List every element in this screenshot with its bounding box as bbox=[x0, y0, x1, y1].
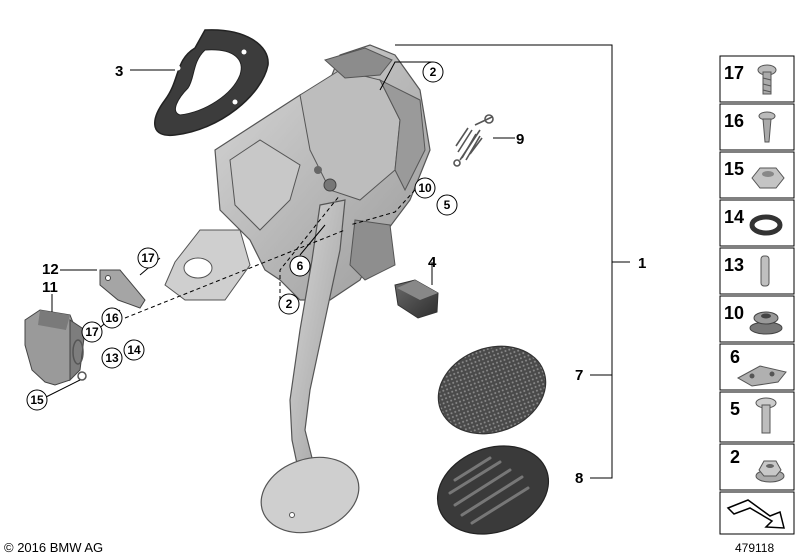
callout-3: 3 bbox=[115, 63, 123, 80]
svg-text:5: 5 bbox=[730, 399, 740, 419]
circle-ref-6: 6 bbox=[289, 255, 311, 277]
svg-text:5: 5 bbox=[444, 198, 451, 212]
circle-ref-17-bottom: 17 bbox=[81, 321, 103, 343]
circle-ref-2-bottom: 2 bbox=[278, 293, 300, 315]
svg-text:13: 13 bbox=[105, 351, 119, 365]
circle-ref-14: 14 bbox=[123, 339, 145, 361]
svg-text:2: 2 bbox=[430, 65, 437, 79]
side-item-arrow bbox=[719, 491, 795, 535]
circled-references: 2 10 5 6 2 17 16 17 13 14 15 bbox=[26, 61, 458, 411]
side-item-15: 15 bbox=[719, 151, 795, 199]
side-item-5: 5 bbox=[719, 391, 795, 443]
svg-text:17: 17 bbox=[141, 251, 155, 265]
svg-text:16: 16 bbox=[724, 111, 744, 131]
svg-text:14: 14 bbox=[127, 343, 141, 357]
callout-4: 4 bbox=[428, 254, 437, 271]
svg-text:2: 2 bbox=[286, 297, 293, 311]
flange-nut-icon bbox=[755, 460, 785, 483]
side-item-2: 2 bbox=[719, 443, 795, 491]
direction-arrow-icon bbox=[726, 499, 785, 529]
circle-ref-16: 16 bbox=[101, 307, 123, 329]
circle-ref-10: 10 bbox=[414, 177, 436, 199]
svg-text:17: 17 bbox=[724, 63, 744, 83]
svg-text:15: 15 bbox=[724, 159, 744, 179]
pedal-pad-ribbed bbox=[436, 445, 550, 535]
svg-text:14: 14 bbox=[724, 207, 744, 227]
spring-clip-icon bbox=[736, 365, 787, 387]
svg-text:6: 6 bbox=[730, 347, 740, 367]
circle-ref-2-top: 2 bbox=[422, 61, 444, 83]
svg-text:17: 17 bbox=[85, 325, 99, 339]
callout-8: 8 bbox=[575, 470, 583, 487]
side-item-13: 13 bbox=[719, 247, 795, 295]
callout-11: 11 bbox=[42, 279, 58, 296]
svg-text:2: 2 bbox=[730, 447, 740, 467]
svg-text:10: 10 bbox=[724, 303, 744, 323]
screw-icon bbox=[757, 64, 777, 95]
circle-ref-5: 5 bbox=[436, 194, 458, 216]
svg-text:16: 16 bbox=[105, 311, 119, 325]
copyright-text: © 2016 BMW AG bbox=[4, 540, 104, 555]
hex-nut-icon bbox=[751, 167, 785, 189]
callout-12: 12 bbox=[42, 261, 59, 278]
connector-part bbox=[394, 279, 439, 319]
pedal-pad-round bbox=[437, 345, 547, 435]
callout-labels: 1 3 4 7 8 9 11 12 bbox=[42, 63, 646, 487]
o-ring-icon bbox=[749, 214, 783, 236]
svg-text:10: 10 bbox=[418, 181, 432, 195]
svg-text:13: 13 bbox=[724, 255, 744, 275]
side-item-17: 17 bbox=[719, 55, 795, 103]
callout-1: 1 bbox=[638, 255, 646, 272]
circle-ref-17-top: 17 bbox=[137, 247, 159, 269]
side-item-16: 16 bbox=[719, 103, 795, 151]
clevis-pin-icon bbox=[755, 397, 777, 434]
pin-icon bbox=[760, 255, 770, 287]
pedal-plate bbox=[260, 456, 360, 534]
pedal-sensor bbox=[24, 309, 86, 386]
callout-7: 7 bbox=[575, 367, 583, 384]
svg-text:6: 6 bbox=[297, 259, 304, 273]
parts-side-panel: 17 16 15 14 bbox=[719, 55, 795, 535]
side-item-6: 6 bbox=[719, 343, 795, 391]
svg-text:15: 15 bbox=[30, 393, 44, 407]
circle-ref-13: 13 bbox=[101, 347, 123, 369]
bushing-icon bbox=[749, 311, 783, 335]
self-tapping-screw-icon bbox=[758, 111, 776, 143]
callout-9: 9 bbox=[516, 131, 524, 148]
circle-ref-15: 15 bbox=[26, 389, 48, 411]
side-item-10: 10 bbox=[719, 295, 795, 343]
spring-part bbox=[453, 114, 494, 167]
gasket-part bbox=[154, 29, 269, 136]
diagram-id: 479118 bbox=[735, 541, 775, 555]
pedal-arm bbox=[289, 199, 396, 479]
clip-bracket bbox=[99, 269, 146, 309]
side-item-14: 14 bbox=[719, 199, 795, 247]
sensor-seals bbox=[72, 339, 87, 381]
